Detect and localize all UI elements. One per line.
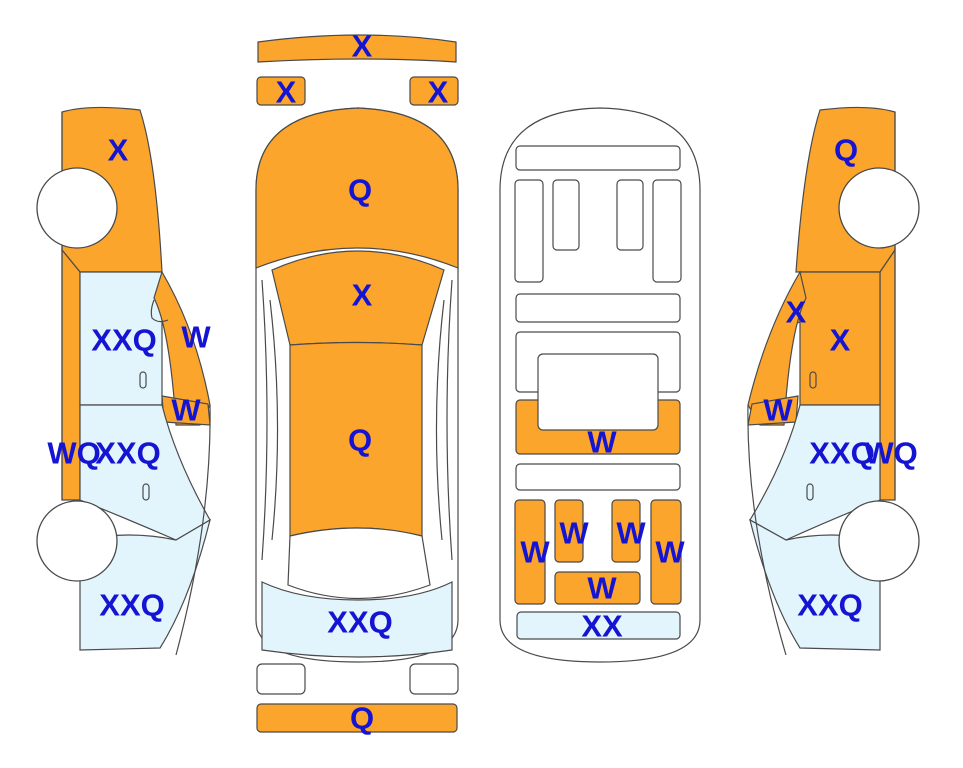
interior-seat-inner-left-label: W [559, 516, 589, 551]
left-side-view: X XXQ W W WQ XXQ XXQ [36, 106, 211, 656]
top-rear-window-label: XXQ [327, 605, 392, 640]
top-mirror-center-label: X [352, 29, 373, 64]
rear-bumper-panel[interactable] [256, 703, 458, 733]
right-side-trim [435, 279, 453, 561]
interior-seat-inner-right-label: W [616, 516, 646, 551]
rear-seat-outer-left-panel[interactable] [514, 499, 546, 605]
right-a-pillar-panel[interactable] [747, 270, 807, 426]
left-a-pillar-label: W [181, 320, 211, 355]
center-screen [537, 353, 659, 431]
left-front-window-label: XXQ [91, 323, 156, 358]
interior-rear-bench-label: W [587, 571, 617, 606]
top-mirror-left-label: X [276, 75, 297, 110]
left-side-trim [261, 279, 279, 561]
rear-seat-inner-left-panel[interactable] [554, 499, 584, 563]
right-rear-door-label: XXQ [809, 436, 874, 471]
right-front-fender-label: Q [834, 133, 858, 168]
left-a-pillar-panel[interactable] [153, 270, 211, 426]
mid-bar [515, 463, 681, 491]
left-tail-light [256, 663, 306, 695]
interior-seat-outer-right-label: W [655, 535, 685, 570]
right-front-wheel [838, 167, 920, 249]
trunk-panel[interactable] [516, 611, 681, 640]
right-front-door-label: X [830, 323, 851, 358]
right-a-pillar-label: W [763, 393, 793, 428]
right-quarter-label: XXQ [797, 588, 862, 623]
rear-seat-inner-right-panel[interactable] [611, 499, 641, 563]
front-seat-outer-left [514, 179, 544, 283]
right-rear-wheel [838, 500, 920, 582]
left-rocker-label: WQ [47, 436, 100, 471]
right-mirror-panel[interactable] [409, 76, 459, 106]
rear-seat-outer-right-panel[interactable] [650, 499, 682, 605]
interior-seat-outer-left-label: W [520, 535, 550, 570]
left-door-handle-front [139, 371, 147, 389]
interior-console-label: W [587, 425, 617, 460]
right-tail-light [409, 663, 459, 695]
interior-view: W W W W W W XX [499, 107, 701, 663]
right-door-handle-rear [806, 483, 814, 501]
trunk-opening [287, 527, 431, 600]
left-mirror-label: W [171, 393, 201, 428]
right-small-mirror-label: X [786, 295, 807, 330]
left-front-wheel [36, 167, 118, 249]
left-rear-window-label: XXQ [95, 436, 160, 471]
top-rear-bumper-label: Q [350, 701, 374, 736]
left-rear-wheel [36, 500, 118, 582]
front-seat-inner-left [552, 179, 580, 251]
right-side-view: Q X X W XXQ WQ XXQ [747, 106, 920, 656]
front-bumper-panel[interactable] [257, 34, 457, 63]
left-mirror-panel[interactable] [256, 76, 306, 106]
right-door-handle-front [809, 371, 817, 389]
top-windshield-label: X [352, 278, 373, 313]
right-rocker-label: WQ [864, 436, 917, 471]
front-seat-outer-right [652, 179, 682, 283]
hood-panel[interactable] [255, 107, 459, 269]
top-roof-label: Q [348, 423, 372, 458]
interior-trunk-label: XX [581, 609, 623, 644]
front-seat-inner-right [616, 179, 644, 251]
left-quarter-label: XXQ [99, 588, 164, 623]
top-hood-label: Q [348, 173, 372, 208]
top-mirror-right-label: X [428, 75, 449, 110]
top-view: X X X Q X Q XXQ Q [255, 29, 459, 736]
rear-window-panel[interactable] [261, 581, 453, 658]
left-front-fender-label: X [108, 133, 129, 168]
left-door-handle-rear [142, 483, 150, 501]
dashboard [515, 145, 681, 171]
front-console [515, 293, 681, 323]
rear-bench-panel[interactable] [554, 571, 641, 605]
